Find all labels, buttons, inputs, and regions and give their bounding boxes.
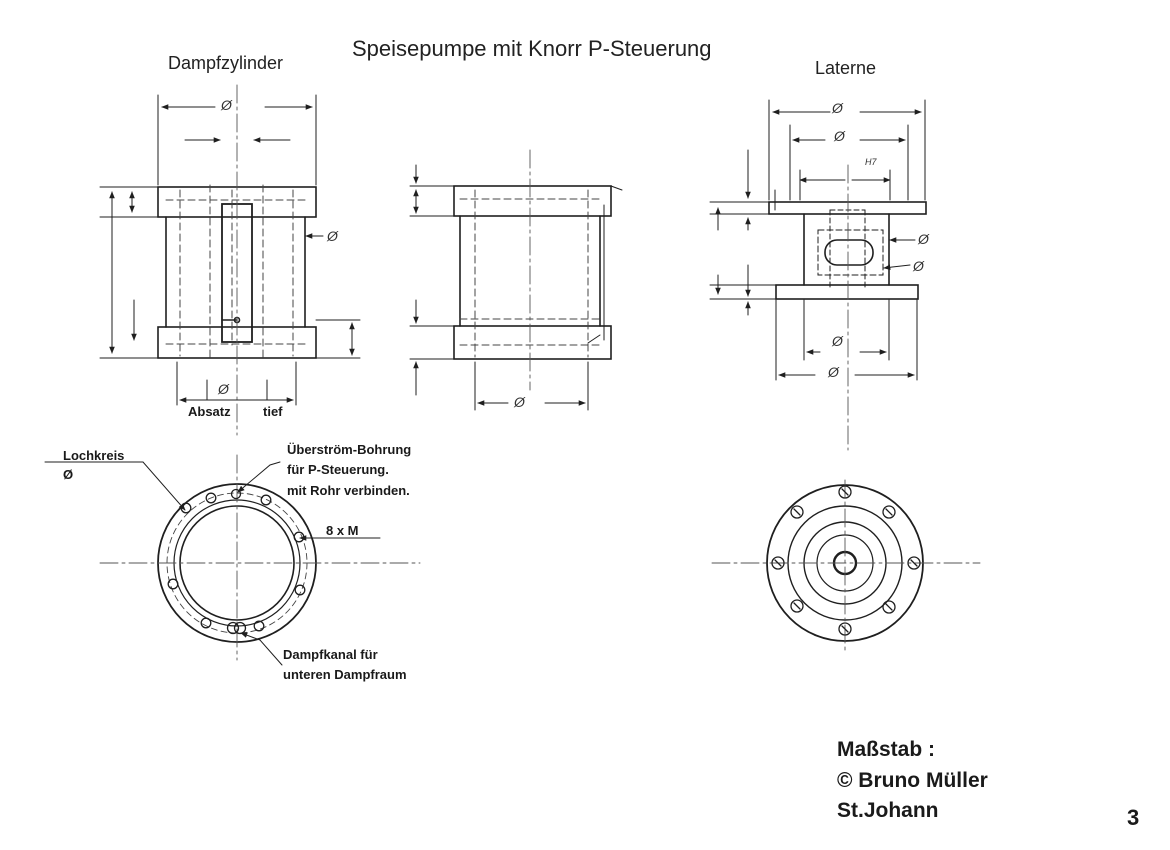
label-thread-holes: 8 x M xyxy=(326,523,359,538)
dim-dia-lantern-6: Ø xyxy=(828,364,839,380)
steam-cylinder-side-view xyxy=(99,84,361,436)
label-bolt-circle-dia: Ø xyxy=(63,467,74,482)
label-step: Absatz xyxy=(188,404,231,419)
page-title: Speisepumpe mit Knorr P-Steuerung xyxy=(352,36,712,61)
copyright: © Bruno Müller xyxy=(837,769,988,792)
place: St.Johann xyxy=(837,799,939,822)
label-bolt-circle: Lochkreis xyxy=(63,448,125,463)
dim-dia-step: Ø xyxy=(218,381,229,397)
label-overflow-bore-3: mit Rohr verbinden. xyxy=(287,483,410,498)
dim-dia-middle: Ø xyxy=(514,394,525,410)
label-overflow-bore-2: für P-Steuerung. xyxy=(287,462,389,477)
scale-label: Maßstab : xyxy=(837,738,936,761)
dim-dia-lantern-3: Ø xyxy=(918,231,929,247)
lantern-side-view xyxy=(709,99,927,451)
lantern-top-view xyxy=(711,479,981,651)
dim-dia-top: Ø xyxy=(221,97,232,113)
view-label-lantern: Laterne xyxy=(815,58,877,78)
label-steam-channel-1: Dampfkanal für xyxy=(283,647,378,662)
label-depth: tief xyxy=(263,404,283,419)
steam-cylinder-front-view xyxy=(409,149,623,411)
steam-cylinder-top-view xyxy=(44,454,421,666)
view-label-steam-cylinder: Dampfzylinder xyxy=(168,53,284,73)
dim-dia-lantern-5: Ø xyxy=(832,333,843,349)
page-number: 3 xyxy=(1127,805,1140,830)
dim-dia-lantern-1: Ø xyxy=(832,100,843,116)
label-overflow-bore-1: Überström-Bohrung xyxy=(287,442,412,457)
label-steam-channel-2: unteren Dampfraum xyxy=(283,667,407,682)
dim-fit-h7: H7 xyxy=(865,157,877,167)
dim-dia-side: Ø xyxy=(327,228,338,244)
dim-dia-lantern-2: Ø xyxy=(834,128,845,144)
dim-dia-lantern-4: Ø xyxy=(913,258,924,274)
